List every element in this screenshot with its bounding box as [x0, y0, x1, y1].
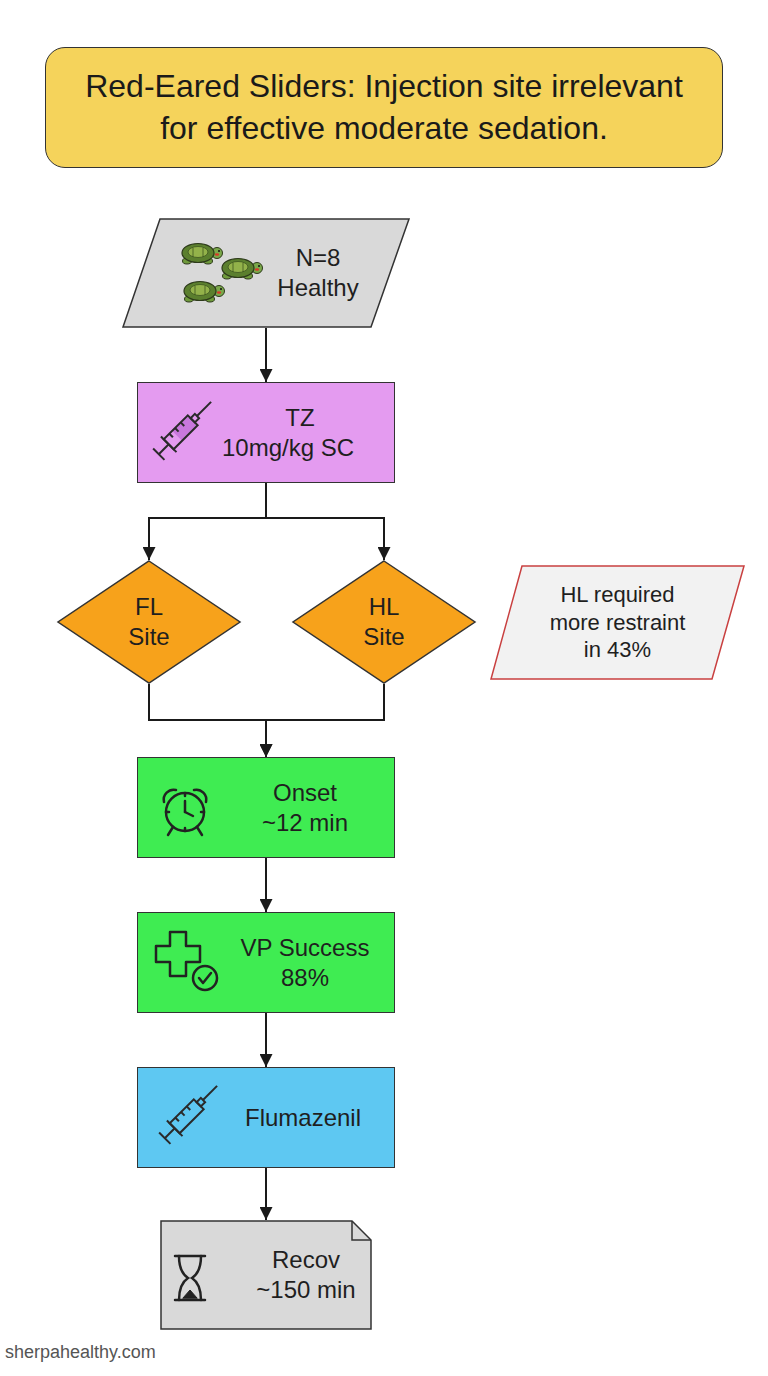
flow-arrow: [265, 1168, 267, 1220]
note-callout-shape: [491, 566, 744, 679]
document-box-shape: [161, 1221, 371, 1329]
node-text: Flumazenil: [228, 1103, 378, 1133]
node-text: HL Site: [357, 592, 412, 652]
input-parallelogram-shape: [123, 219, 409, 327]
title-banner: Red-Eared Sliders: Injection site irrele…: [45, 47, 723, 168]
title-text: Red-Eared Sliders: Injection site irrele…: [74, 66, 694, 149]
process-box: Flumazenil: [137, 1067, 395, 1168]
decision-diamond-outline: [292, 560, 476, 684]
watermark-text: sherpahealthy.com: [5, 1342, 156, 1363]
flow-arrow: [266, 684, 384, 757]
flow-arrow: [265, 1013, 267, 1067]
node-text: VP Success 88%: [235, 933, 375, 993]
decision-diamond-shape: [58, 561, 240, 683]
process-box: VP Success 88%: [137, 912, 395, 1013]
decision-diamond: HL Site: [292, 560, 476, 684]
note-callout: HL required more restraint in 43%: [490, 565, 745, 680]
decision-diamond-outline: [57, 560, 241, 684]
document-box: Recov ~150 min: [160, 1220, 372, 1330]
document-box-outline: [160, 1220, 372, 1330]
node-text: Onset ~12 min: [255, 778, 355, 838]
flow-arrow: [265, 328, 267, 382]
node-text: FL Site: [122, 592, 177, 652]
flow-arrow: [149, 483, 266, 560]
node-text: TZ 10mg/kg SC: [218, 403, 358, 463]
node-text: N=8 Healthy: [268, 243, 368, 303]
page-fold: [352, 1221, 371, 1240]
process-box: Onset ~12 min: [137, 757, 395, 858]
input-parallelogram-outline: [122, 218, 410, 328]
flow-arrow: [266, 483, 384, 560]
flow-arrow: [265, 858, 267, 912]
flow-arrow: [149, 684, 266, 757]
input-parallelogram: N=8 Healthy: [122, 218, 410, 328]
node-text: Recov ~150 min: [250, 1245, 362, 1305]
decision-diamond-shape: [293, 561, 475, 683]
decision-diamond: FL Site: [57, 560, 241, 684]
node-text: HL required more restraint in 43%: [545, 581, 690, 664]
process-box: TZ 10mg/kg SC: [137, 382, 395, 483]
